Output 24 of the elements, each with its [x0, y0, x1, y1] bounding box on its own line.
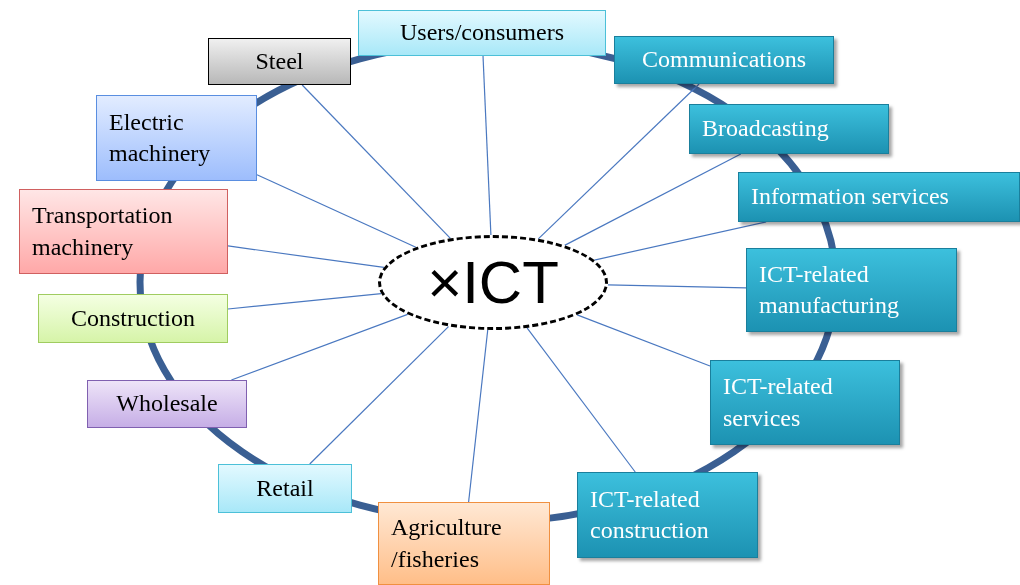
sector-box: Information services [738, 172, 1020, 222]
sector-box: Steel [208, 38, 351, 85]
connector-line [230, 313, 409, 381]
sector-box: ICT-related services [710, 360, 900, 445]
connector-line [227, 293, 382, 310]
sector-box: Agriculture /fisheries [378, 502, 550, 585]
connector-line [593, 221, 767, 261]
sector-box: Broadcasting [689, 104, 889, 154]
connector-line [482, 55, 492, 236]
connector-line [607, 284, 747, 289]
connector-line [576, 314, 711, 367]
hub-label: ×ICT [427, 252, 559, 313]
connector-line [256, 174, 417, 248]
sector-box: ICT-related construction [577, 472, 758, 558]
sector-box: Wholesale [87, 380, 247, 428]
sector-box: Communications [614, 36, 834, 84]
sector-box: Retail [218, 464, 352, 513]
connector-line [468, 329, 489, 503]
sector-box: Transportation machinery [19, 189, 228, 274]
connector-line [564, 153, 742, 246]
sector-box: Electric machinery [96, 95, 257, 181]
sector-box: Construction [38, 294, 228, 343]
sector-box: ICT-related manufacturing [746, 248, 957, 332]
sector-box: Users/consumers [358, 10, 606, 56]
